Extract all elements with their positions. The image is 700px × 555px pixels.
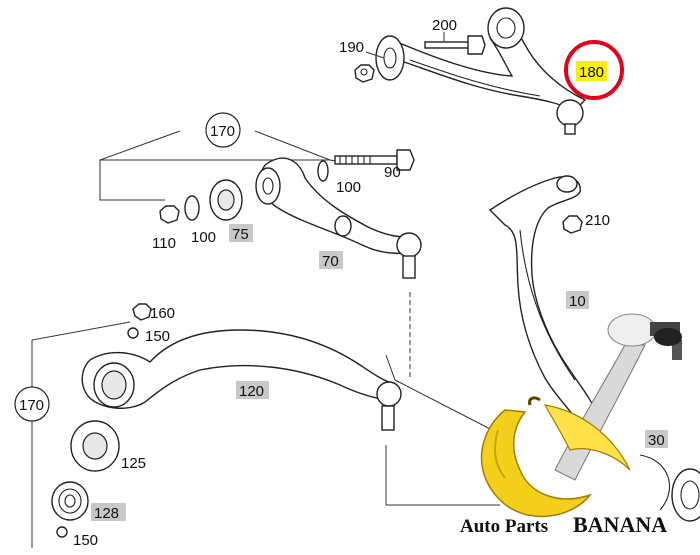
label-150-lower: 150 xyxy=(73,532,98,549)
lower-front-arm xyxy=(255,157,422,279)
washer-100-upper xyxy=(317,160,329,182)
svg-text:150: 150 xyxy=(73,532,98,549)
label-75: 75 xyxy=(229,224,253,243)
lead-190 xyxy=(365,51,385,59)
svg-text:160: 160 xyxy=(150,305,175,322)
bushing-125 xyxy=(70,420,120,472)
svg-text:90: 90 xyxy=(384,164,401,181)
washer-150-upper xyxy=(127,327,139,339)
label-160: 160 xyxy=(150,305,175,322)
svg-text:200: 200 xyxy=(432,17,457,34)
svg-text:150: 150 xyxy=(145,328,170,345)
nut-160 xyxy=(132,303,152,321)
svg-text:170: 170 xyxy=(19,397,44,414)
label-70: 70 xyxy=(319,251,343,270)
svg-text:110: 110 xyxy=(152,235,176,252)
svg-text:BANANA: BANANA xyxy=(573,512,667,537)
svg-text:210: 210 xyxy=(585,212,610,229)
highlight-ring-180 xyxy=(564,40,624,100)
label-120: 120 xyxy=(236,381,269,400)
label-150-upper: 150 xyxy=(145,328,170,345)
label-200: 200 xyxy=(432,17,457,34)
svg-text:100: 100 xyxy=(336,179,361,196)
label-110: 110 xyxy=(152,235,176,252)
svg-text:128: 128 xyxy=(94,505,119,522)
svg-text:180: 180 xyxy=(579,64,604,81)
label-180: 180 xyxy=(576,61,607,81)
svg-text:125: 125 xyxy=(121,455,146,472)
label-100-lower: 100 xyxy=(191,229,216,246)
label-125: 125 xyxy=(121,455,146,472)
svg-text:190: 190 xyxy=(339,39,364,56)
washer-100-lower xyxy=(184,195,200,221)
nut-110 xyxy=(159,205,180,224)
label-90: 90 xyxy=(384,164,401,181)
group-bracket-170-lower xyxy=(31,321,131,548)
bushing-128 xyxy=(51,481,89,521)
lead-120-down xyxy=(385,445,500,506)
callout-170-lower: 170 xyxy=(14,386,50,422)
svg-text:10: 10 xyxy=(569,293,586,310)
washer-150-lower xyxy=(56,526,68,538)
steering-knuckle xyxy=(488,175,601,431)
bushing-75 xyxy=(209,179,243,221)
svg-text:170: 170 xyxy=(210,123,235,140)
upper-control-arm xyxy=(375,7,587,135)
nut-190 xyxy=(354,64,375,83)
nut-210 xyxy=(562,215,583,234)
svg-text:100: 100 xyxy=(191,229,216,246)
lead-120-ball xyxy=(385,354,499,434)
clip-30 xyxy=(639,454,670,511)
label-30: 30 xyxy=(645,430,668,449)
svg-text:Auto Parts: Auto Parts xyxy=(460,516,548,537)
callout-170-upper: 170 xyxy=(205,112,241,148)
lower-rear-arm xyxy=(81,329,402,431)
svg-text:70: 70 xyxy=(322,253,339,270)
label-100-upper: 100 xyxy=(336,179,361,196)
banana-logo: Auto Parts BANANA xyxy=(460,313,682,537)
bolt-90 xyxy=(334,149,415,171)
label-128: 128 xyxy=(91,503,126,522)
bolt-200 xyxy=(424,35,486,55)
label-210: 210 xyxy=(585,212,610,229)
svg-text:120: 120 xyxy=(239,383,264,400)
label-190: 190 xyxy=(339,39,364,56)
hub-fragment xyxy=(671,468,700,522)
svg-text:75: 75 xyxy=(232,226,249,243)
svg-text:30: 30 xyxy=(648,432,665,449)
label-10: 10 xyxy=(566,291,589,310)
